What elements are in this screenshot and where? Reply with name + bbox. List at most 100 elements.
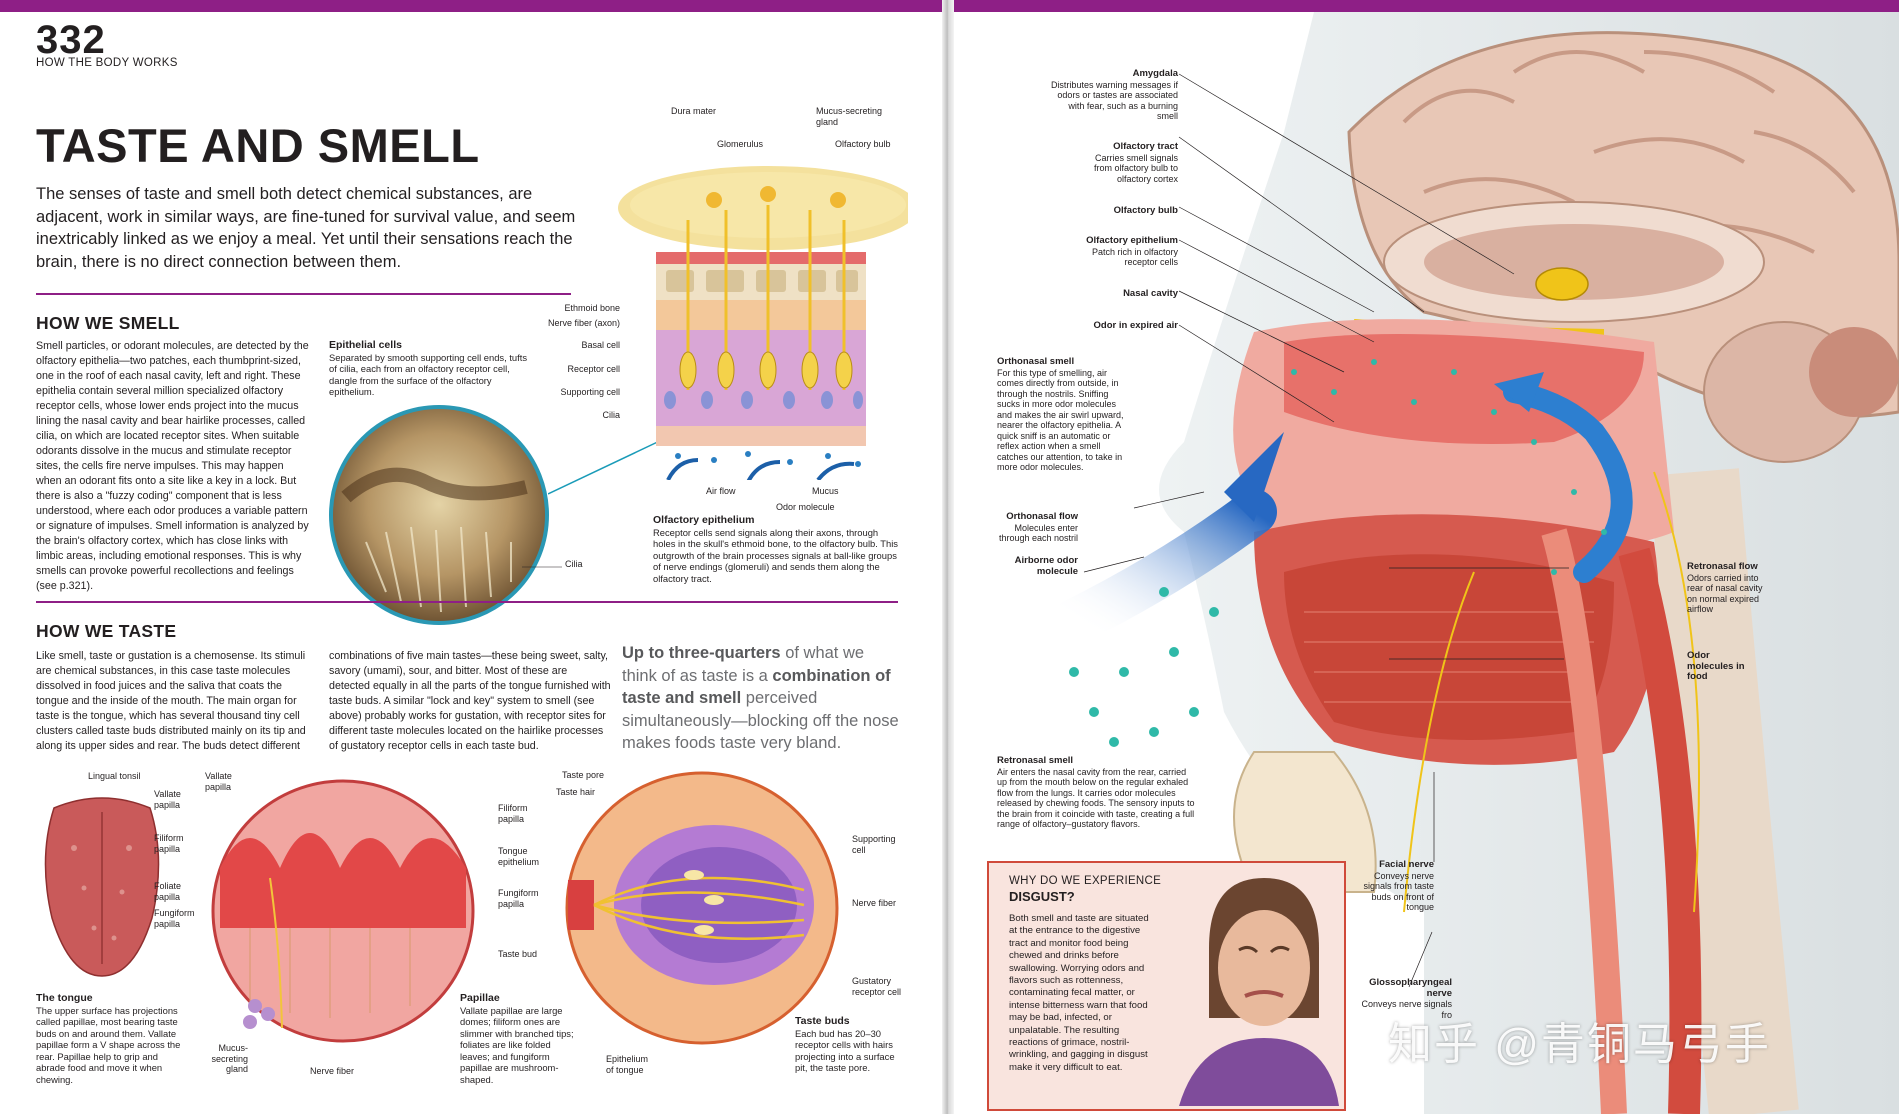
smell-body: Smell particles, or odorant molecules, a… (36, 340, 309, 592)
annotation-glossopharyngeal: Glossopharyngeal nerve Conveys nerve sig… (1352, 977, 1452, 1020)
annotation-olfactory-tract: Olfactory tract Carries smell signals fr… (1076, 141, 1178, 184)
disgust-heading: DISGUST? (1009, 889, 1075, 904)
label-papillae-filiform: Filiform papilla (498, 803, 528, 824)
label-bud-gustatory-cell: Gustatory receptor cell (852, 976, 902, 997)
label-bud-nerve-fiber: Nerve fiber (852, 898, 897, 908)
left-page-accent-bar (0, 0, 942, 12)
facial-nerve-title: Facial nerve (1379, 859, 1434, 870)
label-papillae-vallate: Vallate papilla (205, 771, 232, 792)
label-papillae-mucus-gland: Mucus-secreting gland (211, 1043, 248, 1074)
airborne-odor-title: Airborne odor molecule (1014, 555, 1078, 577)
label-lingual-tonsil: Lingual tonsil (88, 771, 141, 781)
retronasal-smell-title: Retronasal smell (997, 755, 1074, 766)
retronasal-flow-text: Odors carried into rear of nasal cavity … (1687, 572, 1763, 615)
watermark: 知乎 @青铜马弓手 (1388, 1020, 1771, 1069)
pull-quote: Up to three-quarters of what we think of… (622, 642, 902, 755)
quote-text-2: perceived simultaneously—blocking off th… (622, 689, 899, 752)
olfactory-epithelium-diagram (618, 166, 908, 480)
taste-body-column-2: combinations of five main tastes—these b… (329, 650, 611, 752)
glossopharyngeal-text: Conveys nerve signals fro (1361, 999, 1452, 1020)
tongue-caption-title: The tongue (36, 992, 93, 1004)
olfactory-tract-text: Carries smell signals from olfactory bul… (1093, 152, 1178, 184)
disgust-text: Both smell and taste are situated at the… (1009, 913, 1149, 1073)
facial-nerve-text: Conveys nerve signals from taste buds on… (1363, 870, 1434, 913)
olfactory-tract-title: Olfactory tract (1113, 141, 1178, 152)
label-glomerulus: Glomerulus (717, 139, 764, 149)
cilia-leader-line (522, 566, 562, 568)
papillae-caption-text: Vallate papillae are large domes; filifo… (460, 1004, 574, 1085)
amygdala-text: Distributes warning messages if odors or… (1050, 79, 1178, 122)
label-olfactory-bulb: Olfactory bulb (835, 139, 891, 149)
olfactory-epithelium-caption: Olfactory epithelium Receptor cells send… (653, 514, 901, 584)
section-name: HOW THE BODY WORKS (36, 57, 178, 69)
label-cilia-diagram: Cilia (602, 410, 620, 420)
page-number: 332 (36, 18, 106, 62)
epithelial-caption-text: Separated by smooth supporting cell ends… (329, 351, 528, 398)
head-leader-lines (1083, 73, 1569, 988)
annotation-olfactory-epithelium: Olfactory epithelium Patch rich in olfac… (1060, 235, 1178, 268)
epithelial-caption-title: Epithelial cells (329, 339, 402, 351)
orthonasal-flow-text: Molecules enter through each nostril (998, 522, 1078, 544)
annotation-retronasal-flow: Retronasal flow Odors carried into rear … (1687, 561, 1767, 615)
olfactory-epithelium-caption-text: Receptor cells send signals along their … (653, 526, 898, 584)
tongue-caption-text: The upper surface has projections called… (36, 1004, 181, 1085)
annotation-odor-in-food: Odor molecules in food (1687, 650, 1747, 683)
smell-heading: HOW WE SMELL (36, 313, 180, 333)
disgusted-face-photo (1179, 868, 1339, 1106)
odor-in-air-title: Odor in expired air (1093, 320, 1178, 331)
label-taste-pore: Taste pore (562, 770, 605, 780)
tongue-illustration (44, 797, 160, 977)
orthonasal-smell-text: For this type of smelling, air comes dir… (997, 367, 1124, 473)
label-papillae-fungiform: Fungiform papilla (498, 888, 539, 909)
label-basal-cell: Basal cell (581, 340, 620, 350)
retronasal-flow-title: Retronasal flow (1687, 561, 1758, 572)
olfactory-bulb-title: Olfactory bulb (1113, 205, 1178, 216)
label-bud-supporting-cell: Supporting cell (852, 834, 896, 855)
quote-emphasis-2: combination of taste and smell (622, 666, 891, 708)
taste-heading: HOW WE TASTE (36, 621, 177, 641)
annotation-olfactory-bulb: Olfactory bulb (1060, 205, 1178, 217)
tongue-caption: The tongue The upper surface has project… (36, 992, 186, 1085)
cilia-micrograph (329, 405, 549, 625)
label-taste-hair: Taste hair (556, 787, 596, 797)
label-papillae-taste-bud: Taste bud (498, 949, 538, 959)
page-gutter (942, 0, 954, 1114)
quote-text-1: of what we think of as taste is a (622, 644, 865, 685)
page-title: TASTE AND SMELL (36, 119, 480, 172)
taste-body-column-1: Like smell, taste or gustation is a chem… (36, 650, 306, 752)
label-nerve-fiber-axon: Nerve fiber (axon) (547, 318, 620, 328)
orthonasal-flow-title: Orthonasal flow (1006, 511, 1078, 522)
nasal-cavity-title: Nasal cavity (1123, 288, 1178, 299)
label-mucus-gland: Mucus-secreting gland (816, 106, 883, 127)
section-divider (36, 601, 898, 603)
annotation-airborne-odor: Airborne odor molecule (998, 555, 1078, 577)
label-mucus: Mucus (812, 486, 839, 496)
olfactory-epithelium-text: Patch rich in olfactory receptor cells (1091, 246, 1178, 268)
head-cross-section (1051, 12, 1899, 1114)
taste-bud-caption: Taste buds Each bud has 20–30 receptor c… (795, 1015, 895, 1074)
label-supporting-cell: Supporting cell (560, 387, 620, 397)
label-ethmoid-bone: Ethmoid bone (564, 303, 620, 313)
annotation-orthonasal-flow: Orthonasal flow Molecules enter through … (990, 511, 1078, 544)
taste-bud-caption-title: Taste buds (795, 1015, 850, 1027)
label-dura-mater: Dura mater (671, 106, 717, 116)
intro-paragraph: The senses of taste and smell both detec… (36, 185, 576, 271)
olfactory-epithelium-title: Olfactory epithelium (1086, 235, 1178, 246)
olfactory-epithelium-caption-title: Olfactory epithelium (653, 514, 755, 526)
label-odor-molecule: Odor molecule (776, 502, 835, 512)
taste-bud-caption-text: Each bud has 20–30 receptor cells with h… (795, 1027, 895, 1074)
epithelial-caption: Epithelial cells Separated by smooth sup… (329, 339, 535, 398)
disgust-kicker: WHY DO WE EXPERIENCE (1009, 875, 1162, 887)
odor-in-food-title: Odor molecules in food (1687, 650, 1745, 682)
papillae-cross-section (211, 779, 475, 1043)
label-papillae-nerve-fiber: Nerve fiber (310, 1066, 355, 1076)
label-air-flow: Air flow (706, 486, 736, 496)
annotation-nasal-cavity: Nasal cavity (1060, 288, 1178, 300)
glossopharyngeal-title: Glossopharyngeal nerve (1369, 977, 1452, 999)
label-tongue-fungiform: Fungiform papilla (154, 908, 195, 929)
annotation-orthonasal-smell: Orthonasal smell For this type of smelli… (997, 356, 1127, 473)
amygdala-title: Amygdala (1132, 68, 1178, 79)
label-bud-epithelium: Epithelium of tongue (606, 1054, 649, 1075)
label-tongue-vallate: Vallate papilla (154, 789, 181, 810)
